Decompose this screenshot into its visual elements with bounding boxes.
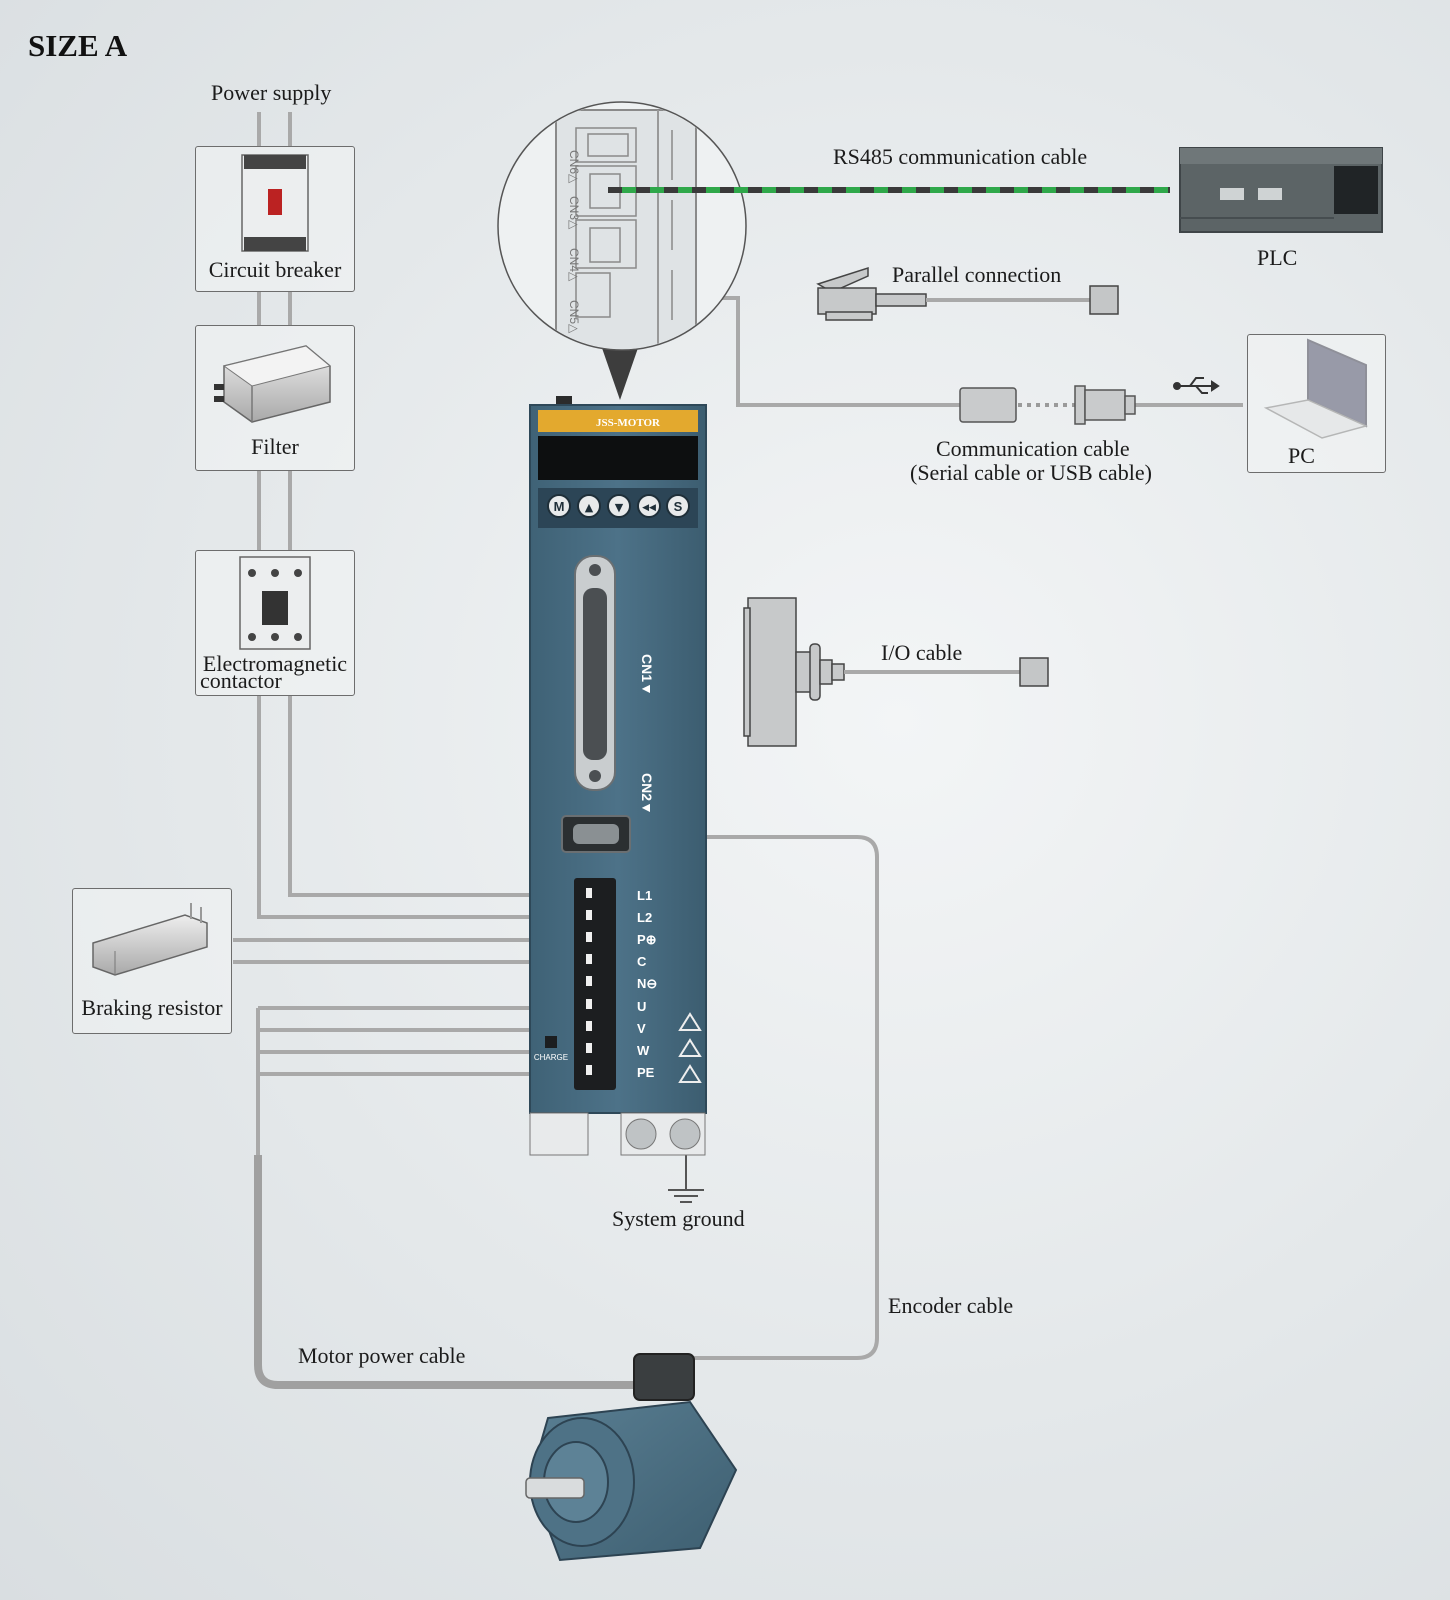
drive-brand: JSS-MOTOR xyxy=(596,417,661,429)
terminal-screw xyxy=(586,910,592,920)
key-up: ▲ xyxy=(585,501,594,514)
servo-motor xyxy=(525,1353,738,1562)
cn3-label: CN3△ xyxy=(567,196,581,230)
braking-resistor-icon xyxy=(92,903,208,976)
io-cable-label: I/O cable xyxy=(881,640,963,665)
contactor-label-line2: contactor xyxy=(200,668,282,693)
encoder-cable-label: Encoder cable xyxy=(888,1293,1014,1318)
key-s: S xyxy=(674,499,683,514)
terminal-label: P⊕ xyxy=(637,932,657,947)
terminal-label: W xyxy=(637,1043,650,1058)
terminal-label: U xyxy=(637,999,646,1014)
contactor-box: Electromagnetic contactor xyxy=(195,550,355,696)
motor-power-cable-label: Motor power cable xyxy=(298,1343,466,1368)
comm-cable-label-line1: Communication cable xyxy=(936,436,1130,461)
plc-label: PLC xyxy=(1257,245,1298,270)
drive-keypad: M ▲ ▼ ◀◀ S xyxy=(547,494,690,518)
cn2-label: CN2▼ xyxy=(639,773,655,815)
cn4-label: CN4△ xyxy=(567,248,581,282)
terminal-label: V xyxy=(637,1021,646,1036)
circuit-breaker-box: Circuit breaker xyxy=(195,146,355,292)
pc-label: PC xyxy=(1288,443,1315,468)
terminal-label: N⊖ xyxy=(637,976,657,991)
cn1-label: CN1▼ xyxy=(639,654,655,696)
contactor-icon xyxy=(239,556,311,650)
braking-resistor-box: Braking resistor xyxy=(72,888,232,1034)
filter-icon xyxy=(214,345,332,423)
terminal-label: C xyxy=(637,954,647,969)
servo-drive xyxy=(529,396,707,1156)
plc-device xyxy=(1179,147,1383,233)
encoder-cable xyxy=(620,835,879,1360)
connector-zoom-bubble xyxy=(497,101,747,400)
terminal-screw xyxy=(586,932,592,942)
motor-power-cable xyxy=(254,1155,640,1389)
terminal-screw xyxy=(586,888,592,898)
charge-label: CHARGE xyxy=(534,1053,568,1062)
key-m: M xyxy=(554,499,565,514)
terminal-label: L2 xyxy=(637,910,652,925)
system-ground-label: System ground xyxy=(612,1206,745,1231)
parallel-connection-label: Parallel connection xyxy=(892,262,1062,287)
filter-box: Filter xyxy=(195,325,355,471)
filter-label: Filter xyxy=(251,434,299,459)
terminal-screw xyxy=(586,999,592,1009)
terminal-screw xyxy=(586,954,592,964)
contactor-label-line1: Electromagnetic xyxy=(202,651,348,676)
power-supply-label: Power supply xyxy=(211,80,332,105)
circuit-breaker-label: Circuit breaker xyxy=(208,257,342,282)
terminal-label: PE xyxy=(637,1065,655,1080)
terminal-screw xyxy=(586,976,592,986)
serial-connectors xyxy=(959,385,1136,425)
braking-resistor-label: Braking resistor xyxy=(81,995,223,1020)
circuit-breaker-icon xyxy=(241,154,309,252)
usb-icon xyxy=(1173,377,1220,394)
terminal-screw xyxy=(586,1065,592,1075)
parallel-cable xyxy=(816,266,1119,321)
rs485-label: RS485 communication cable xyxy=(833,144,1088,169)
key-back: ◀◀ xyxy=(642,503,656,513)
key-down: ▼ xyxy=(615,501,624,514)
ground-symbol xyxy=(668,1152,704,1203)
comm-cable-label-line2: (Serial cable or USB cable) xyxy=(910,460,1152,485)
terminal-screw xyxy=(586,1043,592,1053)
terminal-label: L1 xyxy=(637,888,652,903)
cn6-label: CN6△ xyxy=(567,150,581,184)
io-cable xyxy=(743,597,1049,747)
terminal-screw xyxy=(586,1021,592,1031)
page-title: SIZE A xyxy=(28,28,128,63)
pc-box: PC xyxy=(1247,334,1386,473)
cn5-label: CN5△ xyxy=(567,300,581,334)
